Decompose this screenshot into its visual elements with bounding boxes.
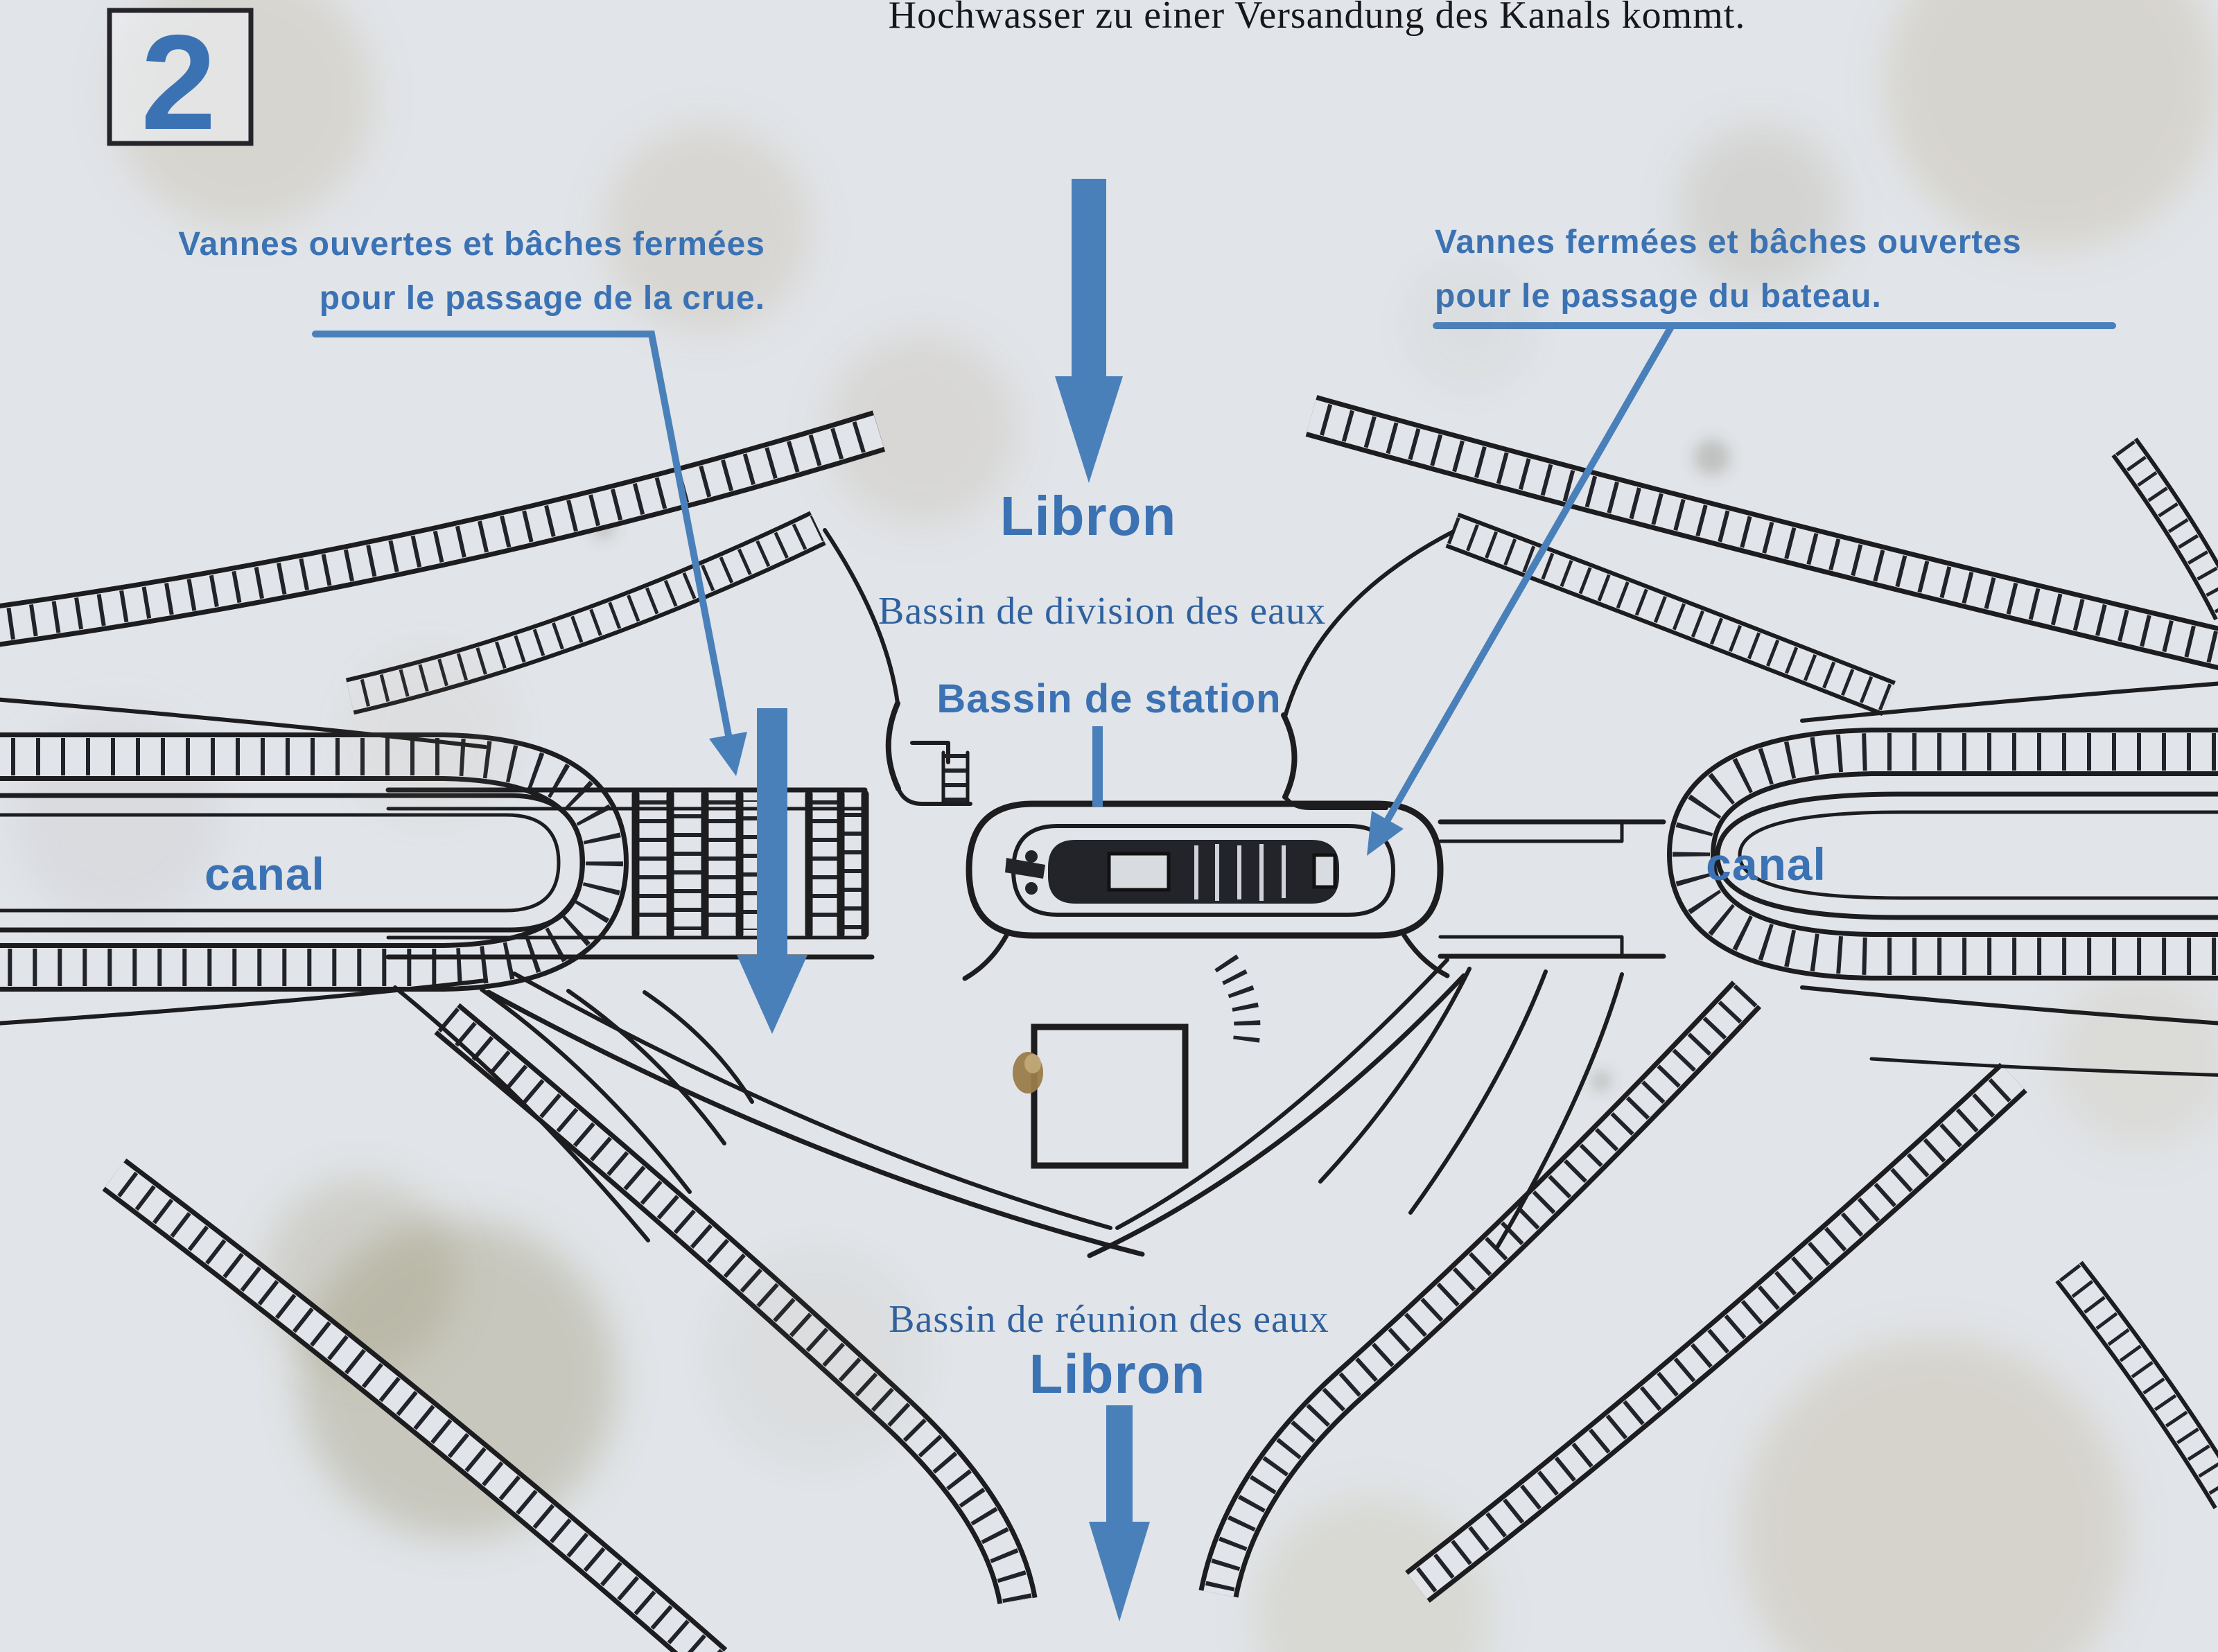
left-note: Vannes ouvertes et bâches fermées pour l… <box>178 226 765 317</box>
flow-fan-curves <box>393 967 1624 1249</box>
label-libron-top: Libron <box>1000 485 1177 547</box>
overlay-grime <box>347 263 1532 1462</box>
boat <box>1005 840 1339 904</box>
label-canal-right: canal <box>1706 838 1826 890</box>
right-note-leader <box>1367 322 2116 856</box>
label-division-basin: Bassin de division des eaux <box>878 590 1326 633</box>
libron-outflow-arrow <box>1089 1405 1150 1622</box>
left-note-line2: pour le passage de la crue. <box>320 280 765 317</box>
weathering-stains <box>14 0 2218 1652</box>
square-basin <box>1031 1023 1189 1169</box>
station-basin-pointer <box>1092 726 1103 807</box>
riverbank-top-left <box>0 410 886 647</box>
right-sluice-channel <box>1438 819 1666 959</box>
riverbank-bottom-left-outer <box>102 1158 728 1652</box>
riverbank-far-right-arc <box>2111 437 2218 621</box>
label-reunion-basin: Bassin de réunion des eaux <box>889 1298 1329 1341</box>
riverbank-bottom-right-inner <box>1198 981 1762 1598</box>
label-station-basin: Bassin de station <box>936 676 1281 721</box>
canal-right-drawing <box>1666 681 2218 1077</box>
riverbank-top-right <box>1305 395 2218 671</box>
lock-gates-grid <box>631 790 869 938</box>
right-note-line1: Vannes fermées et bâches ouvertes <box>1435 224 2022 261</box>
panel-number-box: 2 <box>107 7 254 158</box>
riverbank-bottom-right-outer <box>1405 1062 2027 1603</box>
flood-flow-arrow <box>737 708 807 1034</box>
division-mouth-walls <box>823 528 1454 719</box>
left-note-leader <box>312 331 747 776</box>
station-basin-drawing <box>966 800 1444 939</box>
riverbank-top-right-inner <box>1445 512 1896 717</box>
german-caption: Hochwasser zu einer Versandung des Kanal… <box>889 0 1746 37</box>
left-note-line1: Vannes ouvertes et bâches fermées <box>178 226 765 263</box>
panel-number: 2 <box>141 7 216 158</box>
label-canal-left: canal <box>204 848 325 899</box>
reunion-basin-structure <box>486 933 1467 1258</box>
riverbank-bottom-right-corner <box>2055 1260 2218 1509</box>
libron-inflow-arrow <box>1055 179 1123 483</box>
label-libron-bottom: Libron <box>1029 1343 1206 1405</box>
